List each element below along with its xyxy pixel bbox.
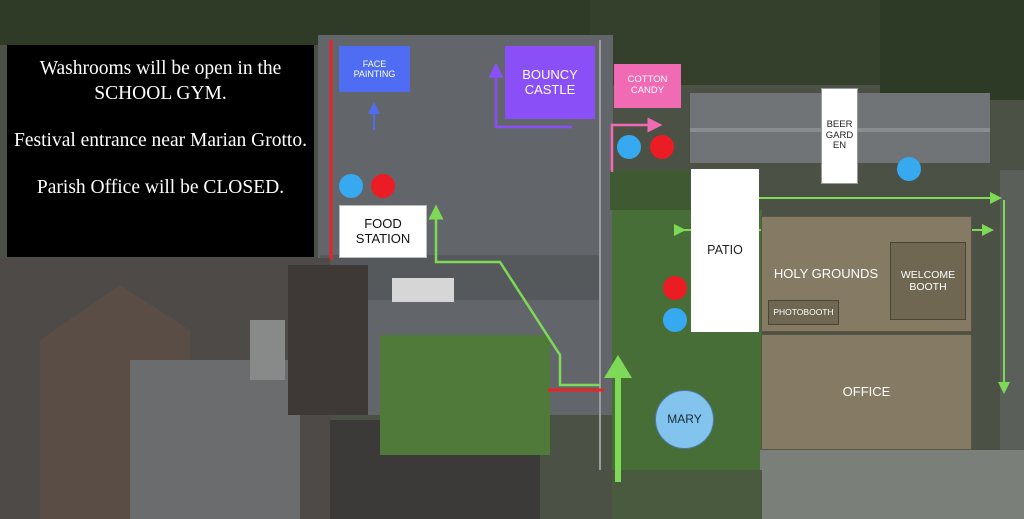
red-dot-cotton-candy [650,135,674,159]
red-dot-food-station [371,174,395,198]
notice-washrooms: Washrooms will be open in the SCHOOL GYM… [39,58,282,104]
notice-box: Washrooms will be open in the SCHOOL GYM… [7,45,314,257]
main-entrance-arrowhead [604,355,632,378]
red-dot-patio [663,276,687,300]
mary-label: MARY [655,390,714,449]
notice-office-closed: Parish Office will be CLOSED. [36,176,285,198]
bouncy-castle-arrow [488,62,572,129]
beer-garden-label: BEER GARD EN [821,88,858,184]
cotton-candy-arrow [610,117,663,172]
food-station-label: FOOD STATION [339,205,427,258]
blue-dot-patio [663,308,687,332]
face-painting-label: FACE PAINTING [339,46,410,92]
patio-label: PATIO [691,169,759,332]
notice-entrance: Festival entrance near Marian Grotto. [14,129,307,151]
welcome-booth-label: WELCOME BOOTH [890,242,966,320]
blue-dot-cotton-candy [617,135,641,159]
bouncy-castle-label: BOUNCY CASTLE [505,46,595,119]
holy-grounds-label: HOLY GROUNDS [773,265,879,281]
food-station-route [428,204,600,387]
photobooth-label: PHOTOBOOTH [768,300,839,325]
blue-dot-beer-garden [897,157,921,181]
office-label: OFFICE [761,334,972,450]
cotton-candy-label: COTTON CANDY [614,64,681,108]
blue-dot-food-station [339,174,363,198]
